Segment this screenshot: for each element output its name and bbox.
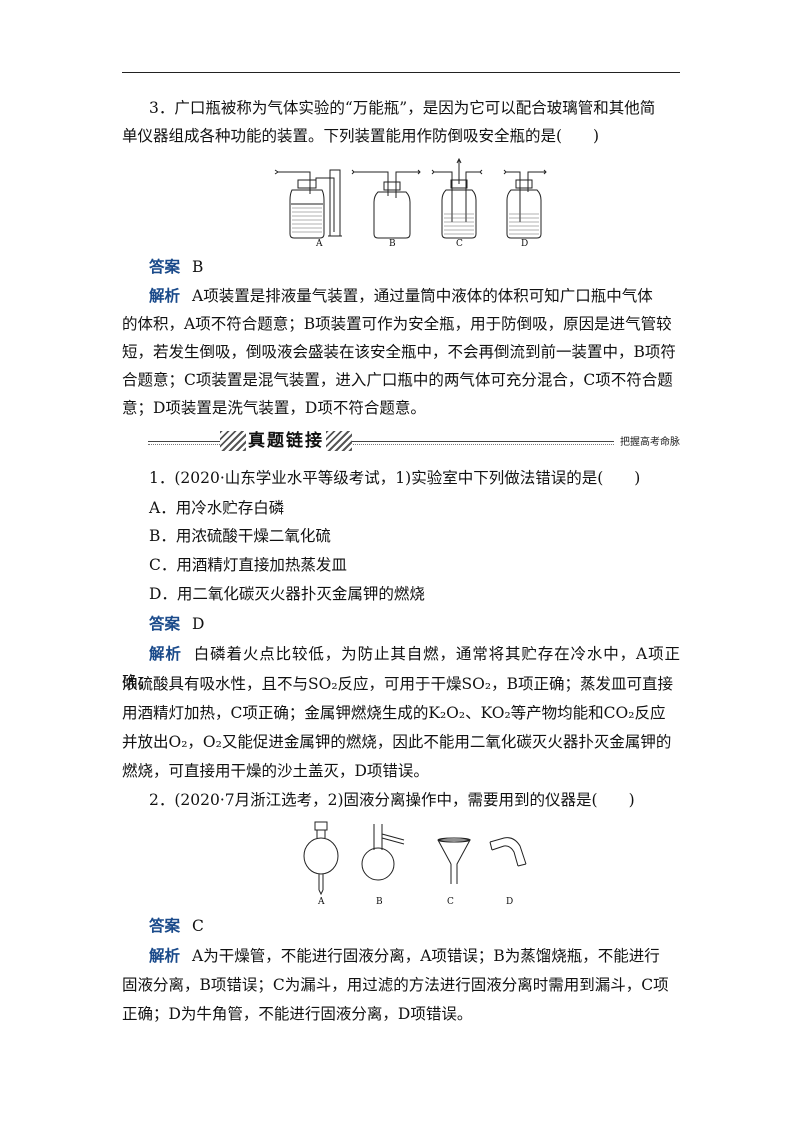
q1-stem: 1．(2020·山东学业水平等级考试，1)实验室中下列做法错误的是( ) — [149, 469, 641, 487]
section-title: 真题链接 — [220, 428, 352, 454]
q1-option-a: A．用冷水贮存白磷 — [149, 499, 285, 517]
q3-analysis-line-2: 的体积，A项不符合题意；B项装置可作为安全瓶，用于防倒吸，原因是进气管较 — [122, 315, 672, 333]
answer-label: 答案 — [149, 615, 181, 633]
q1-analysis-line-5: 燃烧，可直接用干燥的沙土盖灭，D项错误。 — [122, 762, 429, 780]
apparatus-c-drawing — [431, 158, 483, 239]
q2-figure-label-c: C — [447, 897, 454, 906]
q2-answer: 答案 C — [122, 912, 680, 940]
answer-value: C — [192, 917, 204, 935]
q3-stem-line-1: 3．广口瓶被称为气体实验的“万能瓶”，是因为它可以配合玻璃管和其他简 — [149, 99, 656, 117]
answer-label: 答案 — [149, 258, 181, 276]
adapter-drawing — [489, 837, 527, 867]
apparatus-a-drawing — [274, 169, 342, 239]
answer-label: 答案 — [149, 917, 181, 935]
analysis-label: 解析 — [149, 287, 181, 305]
q2-analysis-line-3: 正确；D为牛角管，不能进行固液分离，D项错误。 — [122, 1005, 473, 1023]
q2-analysis-line-2: 固液分离，B项错误；C为漏斗，用过滤的方法进行固液分离时需用到漏斗，C项 — [122, 976, 669, 994]
q3-answer: 答案 B — [122, 253, 680, 281]
analysis-label: 解析 — [149, 645, 182, 663]
q1-analysis-line-3: 用酒精灯加热，C项正确；金属钾燃烧生成的K₂O₂、KO₂等产物均能和CO₂反应 — [122, 704, 666, 722]
funnel-drawing — [437, 837, 471, 884]
q2-instrument-figure: A B C D — [300, 820, 540, 906]
q3-stem-line-2: 单仪器组成各种功能的装置。下列装置能用作防倒吸安全瓶的是( ) — [122, 127, 600, 145]
q1-analysis-line-2: 浓硫酸具有吸水性，且不与SO₂反应，可用于干燥SO₂，B项正确；蒸发皿可直接 — [122, 675, 673, 693]
q1-analysis-line-1: 解析白磷着火点比较低，为防止其自燃，通常将其贮存在冷水中，A项正确； — [122, 645, 680, 691]
q2-figure-label-a: A — [317, 897, 325, 906]
distillation-flask-drawing — [361, 824, 405, 881]
q2-stem: 2．(2020·7月浙江选考，2)固液分离操作中，需要用到的仪器是( ) — [149, 791, 635, 809]
q3-apparatus-figure: A B C D — [270, 158, 570, 248]
banner-dotted-rule — [148, 444, 680, 446]
q3-figure-label-b: B — [389, 239, 396, 248]
q1-analysis-line-4: 并放出O₂，O₂又能促进金属钾的燃烧，因此不能用二氧化碳灭火器扑灭金属钾的 — [122, 733, 672, 751]
drying-tube-drawing — [303, 821, 339, 896]
banner-rule — [148, 441, 680, 442]
q1-option-c: C．用酒精灯直接加热蒸发皿 — [149, 556, 347, 574]
q3-figure-label-c: C — [456, 239, 463, 248]
q2-figure-label-d: D — [506, 897, 513, 906]
header-rule — [122, 72, 680, 73]
section-subtitle: 把握高考命脉 — [614, 433, 680, 448]
apparatus-d-drawing — [503, 169, 547, 239]
q1-answer: 答案 D — [122, 610, 680, 638]
q3-analysis-line-5: 意；D项装置是洗气装置，D项不符合题意。 — [122, 399, 426, 417]
q1-option-d: D．用二氧化碳灭火器扑灭金属钾的燃烧 — [149, 585, 425, 603]
answer-value: B — [192, 258, 204, 276]
q3-figure-label-a: A — [315, 239, 323, 248]
q3-analysis-line-3: 短，若发生倒吸，倒吸液会盛装在该安全瓶中，不会再倒流到前一装置中，B项符 — [122, 343, 676, 361]
answer-value: D — [192, 615, 205, 633]
analysis-label: 解析 — [149, 947, 181, 965]
q3-figure-label-d: D — [521, 239, 528, 248]
q3-analysis-line-4: 合题意；C项装置是混气装置，进入广口瓶中的两气体可充分混合，C项不符合题 — [122, 371, 673, 389]
section-banner: 真题链接 把握高考命脉 — [148, 428, 680, 454]
q1-option-b: B．用浓硫酸干燥二氧化硫 — [149, 527, 331, 545]
apparatus-b-drawing — [351, 169, 421, 239]
q2-figure-label-b: B — [376, 897, 383, 906]
